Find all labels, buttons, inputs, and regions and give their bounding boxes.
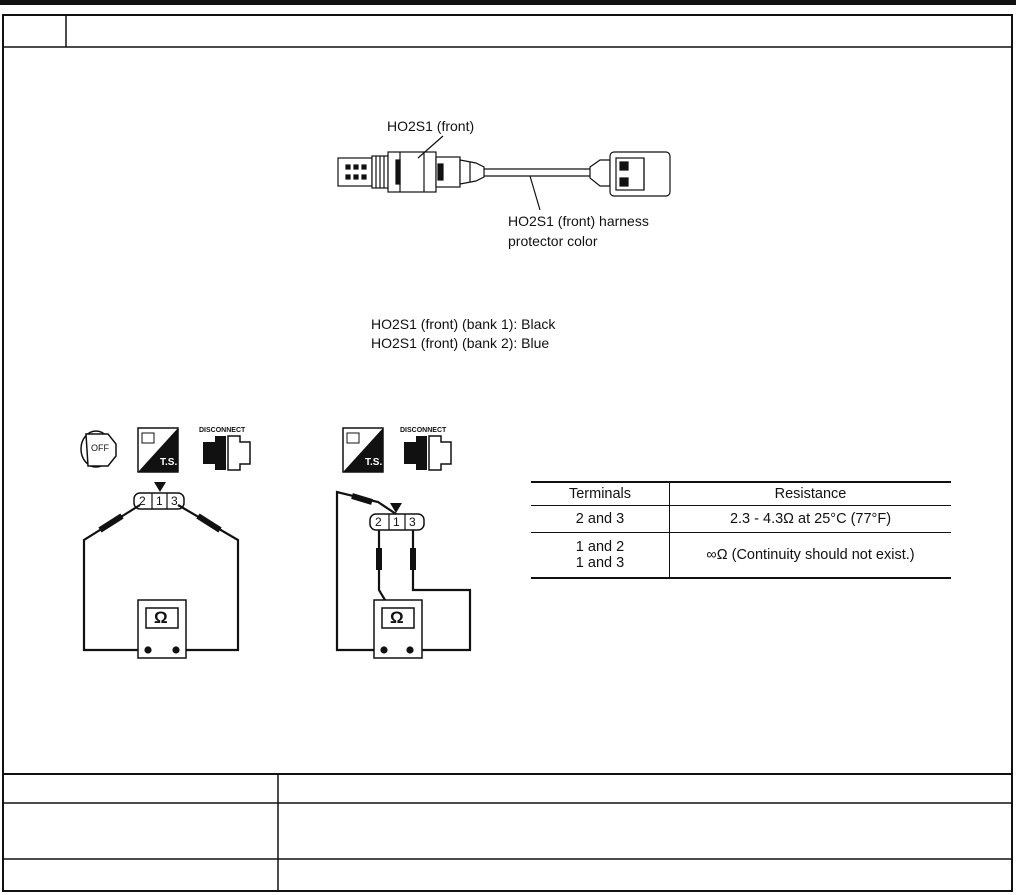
header-terminals: Terminals [531, 481, 670, 506]
ignition-key-icon [80, 430, 117, 468]
left-terminal-2: 2 [139, 494, 146, 508]
bank2-color: HO2S1 (front) (bank 2): Blue [371, 335, 550, 351]
row1-resistance: 2.3 - 4.3Ω at 25°C (77°F) [669, 505, 951, 533]
ts-icon-2 [342, 427, 384, 473]
harness-label-line1: HO2S1 (front) harness [508, 213, 649, 229]
disconnect-icon [203, 435, 251, 471]
disconnect-text-2: DISCONNECT [400, 427, 447, 434]
left-terminal-3: 3 [171, 494, 178, 508]
ts-text-2: T.S. [365, 457, 383, 468]
ignition-off-text: OFF [91, 443, 109, 453]
row1-terminals: 2 and 3 [531, 505, 670, 533]
ts-text: T.S. [160, 457, 178, 468]
resistance-table: Terminals Resistance 2 and 3 2.3 - 4.3Ω … [531, 481, 951, 579]
row2-terminals-line2: 1 and 3 [575, 555, 625, 571]
row2-terminals: 1 and 2 1 and 3 [531, 532, 670, 579]
sensor-label: HO2S1 (front) [387, 118, 475, 134]
table-header-row: Terminals Resistance [531, 481, 951, 506]
header-resistance: Resistance [669, 481, 951, 506]
top-rule [0, 0, 1016, 5]
row2-terminals-line1: 1 and 2 [575, 539, 625, 555]
harness-label-line2: protector color [508, 233, 598, 249]
row2-resistance: ∞Ω (Continuity should not exist.) [669, 532, 951, 579]
disconnect-icon-2 [404, 435, 452, 471]
right-terminal-3: 3 [409, 515, 416, 529]
bank1-color: HO2S1 (front) (bank 1): Black [371, 316, 556, 332]
left-terminal-1: 1 [156, 494, 163, 508]
right-terminal-1: 1 [393, 515, 400, 529]
right-ohm-symbol: Ω [390, 608, 404, 627]
ts-icon [137, 427, 179, 473]
table-row: 2 and 3 2.3 - 4.3Ω at 25°C (77°F) [531, 505, 951, 533]
right-terminal-2: 2 [375, 515, 382, 529]
disconnect-text: DISCONNECT [199, 427, 246, 434]
left-ohm-symbol: Ω [154, 608, 168, 627]
table-row: 1 and 2 1 and 3 ∞Ω (Continuity should no… [531, 532, 951, 579]
